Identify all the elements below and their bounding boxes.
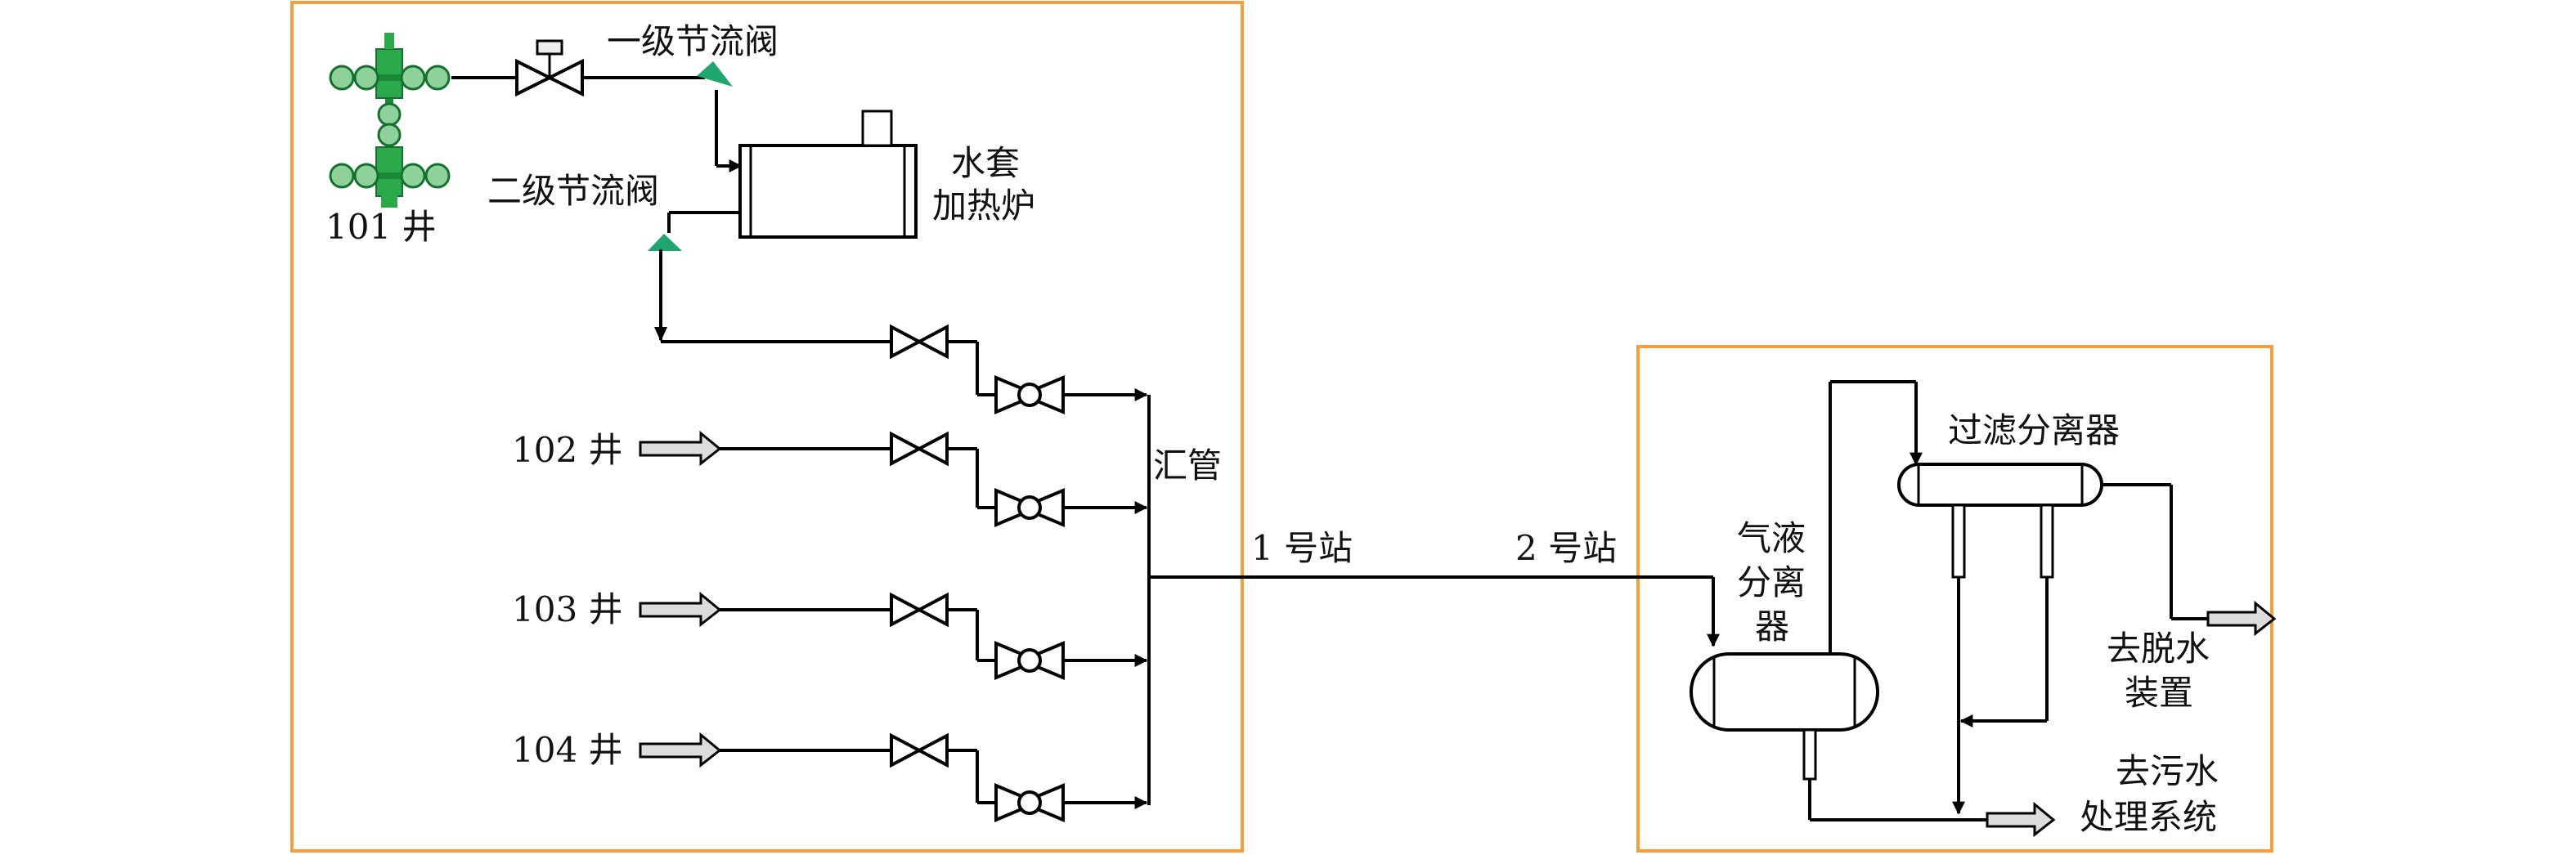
first-choke-valve-label: 一级节流阀 <box>607 21 779 61</box>
filter-separator-label: 过滤分离器 <box>1948 410 2120 450</box>
heater-label-line2: 加热炉 <box>932 186 1035 226</box>
second-choke-valve-label: 二级节流阀 <box>487 171 659 211</box>
dehydration-label-line2: 装置 <box>2125 673 2193 713</box>
first-choke-valve-icon <box>697 61 733 87</box>
branch-row-104 <box>639 732 1148 823</box>
second-choke-valve-icon <box>648 234 682 251</box>
inlet-arrow-104-icon <box>639 732 722 768</box>
filter-separator-icon <box>1897 463 2103 579</box>
well-104-label: 104 井 <box>512 730 623 770</box>
gas-liquid-separator-icon <box>1690 652 1879 781</box>
sewage-label-line2: 处理系统 <box>2080 797 2217 837</box>
sewage-label-line1: 去污水 <box>2116 751 2219 791</box>
station-2-label: 2 号站 <box>1515 528 1617 568</box>
inlet-arrow-102-icon <box>639 430 722 467</box>
station-2-frame <box>1636 345 2273 853</box>
branch-row-103 <box>639 591 1148 681</box>
branch-row-101 <box>890 324 1148 415</box>
gl-separator-label-line3: 器 <box>1755 607 1789 647</box>
branch-row-102 <box>639 430 1148 528</box>
wellhead-101-icon <box>329 33 451 208</box>
well-101-label: 101 井 <box>325 207 437 247</box>
station-1-label: 1 号站 <box>1251 528 1353 568</box>
water-jacket-heater-icon <box>738 110 918 239</box>
heater-label-line1: 水套 <box>951 143 1020 183</box>
well-103-label: 103 井 <box>512 589 623 629</box>
outlet-arrow-dehydration-icon <box>2206 600 2277 637</box>
dehydration-label-line1: 去脱水 <box>2107 629 2210 669</box>
station-1-frame <box>290 1 1244 853</box>
gl-separator-label-line2: 分离 <box>1737 562 1806 602</box>
gl-separator-label-line1: 气液 <box>1737 518 1806 558</box>
outlet-arrow-sewage-icon <box>1986 801 2056 838</box>
inlet-arrow-103-icon <box>639 591 722 628</box>
manifold-label: 汇管 <box>1153 445 1222 486</box>
gate-valve-icon <box>515 39 584 97</box>
well-102-label: 102 井 <box>512 430 623 470</box>
